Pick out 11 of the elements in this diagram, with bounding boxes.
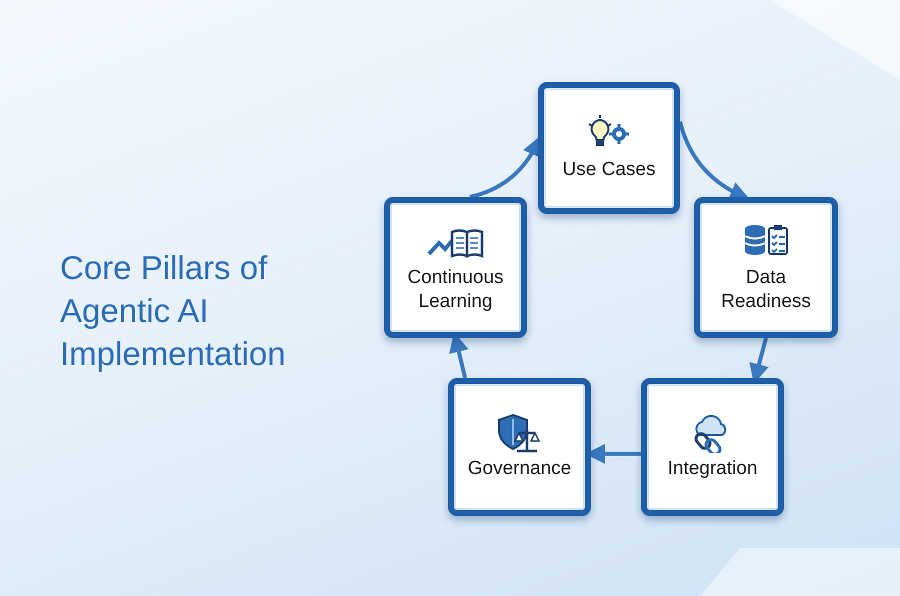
diagram-title: Core Pillars of Agentic AI Implementation — [60, 248, 287, 374]
pillar-label: Continuous Learning — [406, 266, 505, 314]
pillar-card — [641, 378, 784, 516]
pillar-card — [384, 197, 527, 338]
pillar-card — [538, 82, 680, 214]
pillar-label: Governance — [468, 457, 572, 481]
pillar-label: Use Cases — [562, 158, 656, 182]
pillar-card — [448, 378, 591, 516]
pillar-label: Data Readiness — [720, 266, 812, 314]
pillar-label: Integration — [668, 457, 758, 481]
pillar-card — [694, 197, 838, 338]
